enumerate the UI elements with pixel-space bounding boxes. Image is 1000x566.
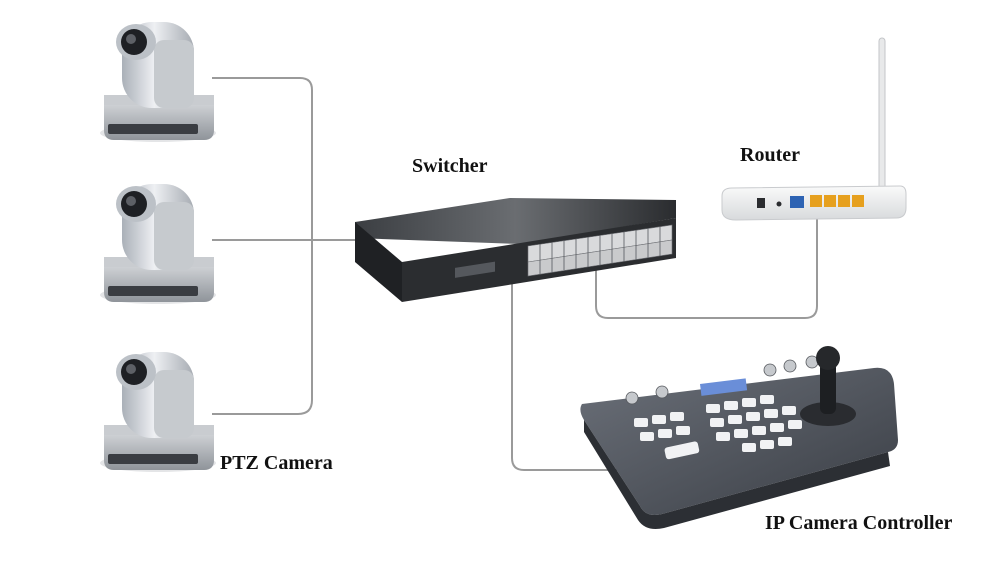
- controller-knobs: [625, 355, 819, 405]
- ip-camera-controller-label: IP Camera Controller: [765, 512, 953, 534]
- ptz-camera-1: [100, 22, 216, 142]
- switcher-label: Switcher: [412, 155, 488, 177]
- ptz-camera-3: [100, 352, 216, 472]
- cable-camera-1: [212, 77, 313, 415]
- network-switch: [355, 198, 676, 302]
- switch-port-dividers: [539, 227, 661, 274]
- ip-camera-controller: [580, 346, 898, 529]
- router-lan-ports: [810, 195, 864, 207]
- cables: [212, 77, 818, 471]
- ptz-camera-2: [100, 184, 216, 304]
- cable-switch-router: [595, 216, 818, 319]
- router-label: Router: [740, 144, 800, 166]
- ptz-camera-label: PTZ Camera: [220, 452, 333, 474]
- controller-keypad: [634, 395, 802, 460]
- cable-switch-controller: [511, 272, 625, 471]
- router: [721, 37, 907, 221]
- joystick-icon: [800, 346, 856, 426]
